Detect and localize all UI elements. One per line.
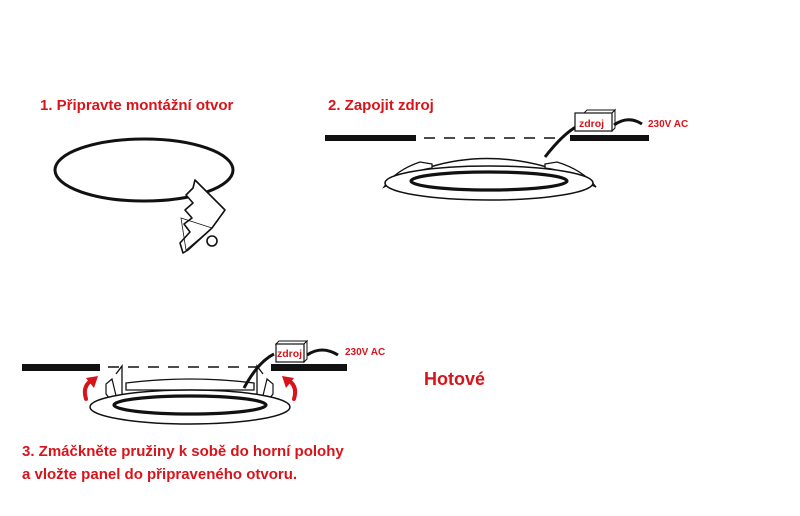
mains-cable bbox=[306, 348, 339, 357]
psu-label: zdroj bbox=[277, 348, 302, 360]
led-panel bbox=[382, 157, 597, 201]
saw-icon bbox=[179, 179, 226, 254]
psu-box: zdroj bbox=[574, 108, 617, 133]
voltage-label: 230V AC bbox=[648, 119, 688, 130]
panel-cable bbox=[242, 352, 275, 389]
step-2-title: 2. Zapojit zdroj bbox=[328, 97, 434, 114]
ceiling-board-left bbox=[22, 364, 100, 371]
psu-label: zdroj bbox=[579, 118, 604, 130]
ceiling-board-right bbox=[570, 135, 649, 141]
ceiling-board-right bbox=[271, 364, 347, 371]
step-1-title: 1. Připravte montážní otvor bbox=[40, 97, 234, 114]
step-1-illustration bbox=[53, 137, 235, 254]
step-2-illustration: zdroj 230V AC bbox=[325, 108, 688, 201]
psu-box: zdroj bbox=[274, 339, 309, 364]
done-label: Hotové bbox=[424, 369, 486, 389]
led-panel bbox=[89, 364, 291, 425]
step-3-illustration: zdroj 230V AC bbox=[22, 339, 385, 425]
mounting-hole bbox=[53, 137, 235, 203]
step-3-title: 3. Zmáčkněte pružiny k sobě do horní pol… bbox=[22, 440, 344, 486]
arrow-up-icon bbox=[282, 376, 298, 401]
step-3-title-line-2: a vložte panel do připraveného otvoru. bbox=[22, 466, 298, 483]
step-3-title-line-1: 3. Zmáčkněte pružiny k sobě do horní pol… bbox=[22, 443, 344, 460]
voltage-label: 230V AC bbox=[345, 347, 385, 358]
ceiling-board-left bbox=[325, 135, 416, 141]
arrow-up-icon bbox=[82, 376, 98, 401]
mains-cable bbox=[613, 118, 643, 127]
